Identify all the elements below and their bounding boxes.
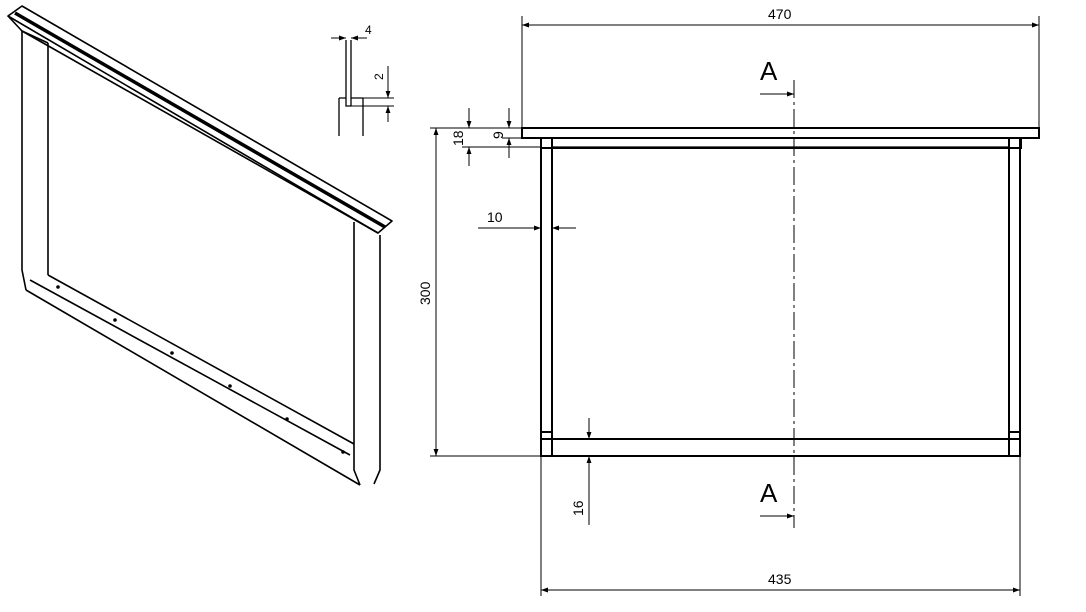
front-bottom-bar bbox=[540, 438, 1021, 457]
iso-top-bar bbox=[7, 5, 393, 234]
dim-overall-width: 470 bbox=[768, 6, 792, 22]
dim-height: 300 bbox=[417, 281, 433, 305]
dim-bottom-bar-height: 16 bbox=[570, 500, 586, 516]
dimension-lines bbox=[430, 16, 1040, 596]
iso-right-side-bar bbox=[353, 222, 381, 486]
front-left-side-bar bbox=[540, 137, 553, 457]
groove-depth-label: 2 bbox=[372, 73, 386, 80]
isometric-frame-view bbox=[7, 5, 393, 486]
dim-top-bar-thickness: 18 bbox=[450, 130, 466, 146]
iso-bottom-bar bbox=[25, 274, 361, 486]
iso-left-side-bar bbox=[21, 30, 49, 291]
front-view-frame bbox=[521, 127, 1040, 457]
iso-wire-holes bbox=[56, 285, 345, 454]
section-label-top: A bbox=[760, 56, 778, 86]
groove-width-label: 4 bbox=[365, 23, 372, 37]
front-top-bar bbox=[521, 127, 1040, 139]
section-label-bottom: A bbox=[760, 478, 778, 508]
front-right-side-bar bbox=[1008, 137, 1021, 457]
dim-top-bar-lip: 9 bbox=[490, 131, 506, 139]
dim-side-bar-width: 10 bbox=[487, 209, 503, 225]
groove-detail bbox=[331, 35, 394, 136]
dim-inner-width: 435 bbox=[768, 571, 792, 587]
